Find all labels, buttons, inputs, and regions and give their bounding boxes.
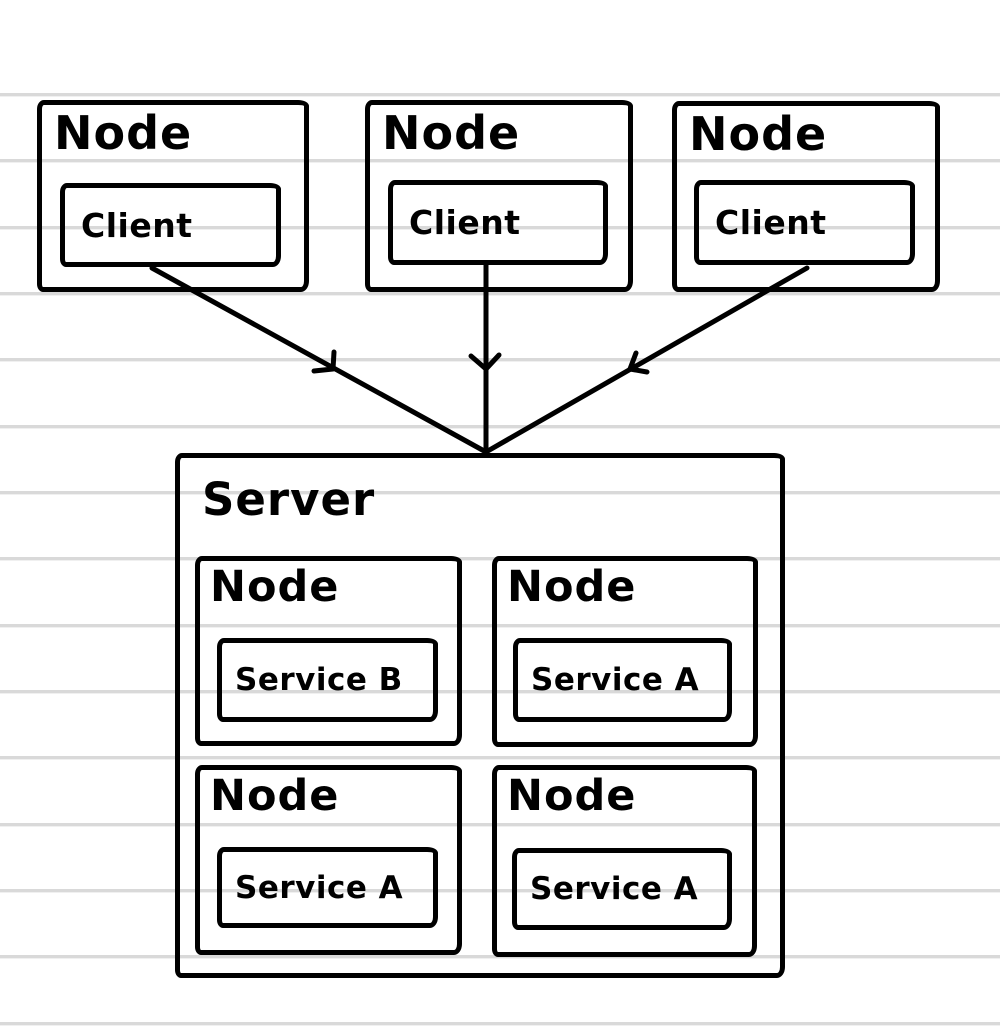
server-title: Server [202, 473, 376, 526]
client-box-3: Client [694, 180, 915, 265]
service-label: Service A [530, 871, 699, 907]
server-node-box-1: Node Service B [195, 556, 462, 746]
client-label: Client [81, 205, 193, 245]
client-box-2: Client [388, 180, 608, 265]
node-title: Node [210, 771, 340, 821]
client-label: Client [715, 203, 827, 242]
ruled-line [0, 93, 1000, 97]
ruled-line [0, 292, 1000, 296]
ruled-line [0, 624, 1000, 628]
client-box-1: Client [60, 183, 281, 267]
node-title: Node [382, 106, 521, 160]
client-node-box-2: Node Client [365, 100, 633, 292]
client-node-box-3: Node Client [672, 101, 940, 292]
service-b-box: Service B [217, 638, 438, 722]
ruled-line [0, 358, 1000, 362]
ruled-line [0, 1022, 1000, 1026]
ruled-line [0, 226, 1000, 230]
service-a-box-2: Service A [217, 847, 438, 928]
ruled-line [0, 690, 1000, 694]
ruled-line [0, 159, 1000, 163]
server-box: Server Node Service B Node Service A Nod… [175, 453, 785, 978]
node-title: Node [507, 771, 637, 821]
service-a-box-3: Service A [512, 848, 732, 930]
client-node-box-1: Node Client [37, 100, 309, 292]
node-title: Node [210, 562, 340, 612]
service-a-box-1: Service A [513, 638, 732, 722]
ruled-line [0, 955, 1000, 959]
ruled-line [0, 491, 1000, 495]
ruled-line [0, 823, 1000, 827]
server-node-box-3: Node Service A [195, 765, 462, 955]
ruled-line [0, 756, 1000, 760]
node-title: Node [507, 562, 637, 612]
server-node-box-4: Node Service A [492, 765, 757, 957]
client-label: Client [409, 203, 521, 242]
arrowhead-right [627, 350, 650, 375]
ruled-line [0, 889, 1000, 893]
ruled-line [0, 425, 1000, 429]
service-label: Service A [235, 869, 404, 906]
service-label: Service B [235, 662, 403, 698]
node-title: Node [54, 106, 193, 160]
node-title: Node [689, 107, 828, 161]
service-label: Service A [531, 662, 700, 698]
server-node-box-2: Node Service A [492, 556, 758, 747]
